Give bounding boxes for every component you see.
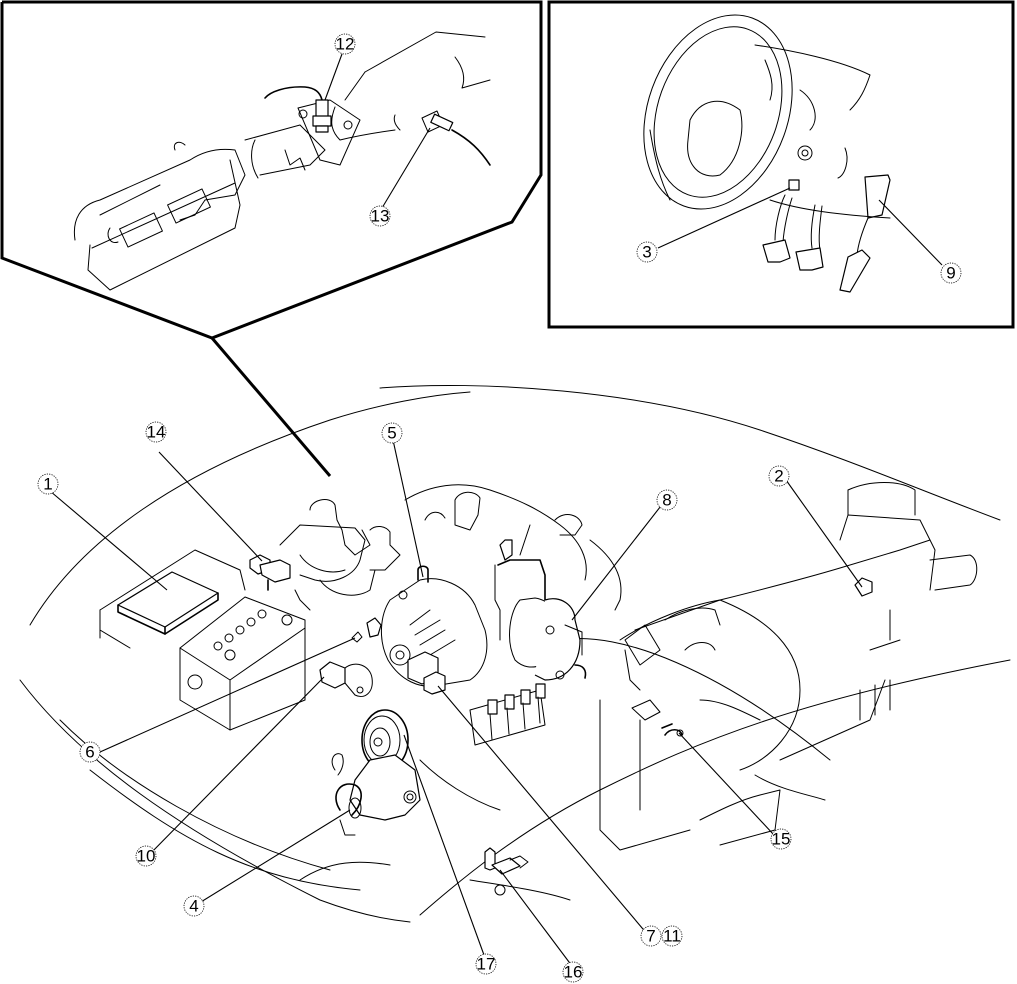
idle-air-control-valve bbox=[319, 661, 373, 697]
callout-label-14: 14 bbox=[147, 423, 166, 442]
leader-line-3 bbox=[657, 187, 791, 249]
callout-label-12: 12 bbox=[336, 35, 355, 54]
callout-6: 6 bbox=[79, 741, 101, 763]
callout-label-1: 1 bbox=[43, 475, 52, 494]
leader-line-16 bbox=[499, 869, 573, 967]
fender-line bbox=[29, 391, 471, 626]
callout-label-17: 17 bbox=[477, 955, 496, 974]
leader-lines bbox=[49, 439, 863, 967]
callout-3: 3 bbox=[636, 241, 658, 263]
callout-label-4: 4 bbox=[189, 897, 198, 916]
callout-13: 13 bbox=[369, 205, 391, 227]
transmission bbox=[599, 482, 978, 851]
callout-2: 2 bbox=[768, 465, 790, 487]
callout-label-6: 6 bbox=[85, 743, 94, 762]
callout-label-11: 11 bbox=[663, 927, 681, 946]
callout-4: 4 bbox=[183, 895, 205, 917]
air-intake bbox=[279, 499, 401, 611]
engine-control-module bbox=[99, 549, 246, 649]
power-steering-pump bbox=[331, 753, 421, 836]
throttle-body bbox=[494, 524, 587, 681]
leader-line-7 bbox=[437, 685, 649, 936]
crankshaft-position-sensor bbox=[469, 847, 571, 901]
pedal-inset bbox=[547, 0, 1015, 329]
alternator bbox=[380, 578, 488, 687]
map-sensor bbox=[249, 554, 291, 591]
leader-line-5 bbox=[392, 439, 424, 578]
callout-label-8: 8 bbox=[662, 491, 671, 510]
callout-14: 14 bbox=[145, 421, 167, 443]
callout-label-7: 7 bbox=[646, 927, 655, 946]
clutch-pedal bbox=[762, 194, 793, 263]
engine-bay bbox=[19, 384, 1011, 923]
callout-10: 10 bbox=[135, 845, 157, 867]
leader-line-14 bbox=[158, 451, 263, 562]
battery bbox=[179, 596, 306, 731]
leader-line-15 bbox=[678, 732, 775, 836]
rear-heated-oxygen-sensor bbox=[421, 110, 491, 166]
accelerator-pedal bbox=[839, 174, 891, 293]
floor-line bbox=[769, 199, 891, 219]
leader-line-12 bbox=[324, 53, 343, 101]
leader-line-6 bbox=[99, 637, 356, 753]
callout-8: 8 bbox=[656, 489, 678, 511]
vehicle-speed-sensor bbox=[631, 699, 684, 737]
callout-label-9: 9 bbox=[946, 264, 955, 283]
pedal-inset-frame bbox=[547, 0, 1015, 329]
callout-5: 5 bbox=[381, 422, 403, 444]
callout-1: 1 bbox=[37, 473, 59, 495]
callout-label-10: 10 bbox=[137, 847, 156, 866]
leader-line-8 bbox=[571, 501, 665, 621]
callout-15: 15 bbox=[770, 828, 792, 850]
catalytic-converter bbox=[331, 31, 491, 141]
steering-wheel bbox=[643, 14, 871, 210]
callout-9: 9 bbox=[940, 262, 962, 284]
oil-pressure-switch bbox=[417, 565, 429, 583]
engine-coolant-temperature-sensor bbox=[351, 617, 382, 643]
callout-label-13: 13 bbox=[371, 207, 390, 226]
callout-label-16: 16 bbox=[564, 963, 583, 982]
leader-line-13 bbox=[381, 127, 431, 209]
fuel-injectors bbox=[469, 683, 546, 746]
leader-line-4 bbox=[195, 809, 351, 906]
exhaust-inset-frame bbox=[0, 0, 543, 340]
callout-label-15: 15 bbox=[772, 830, 791, 849]
front-heated-oxygen-sensor bbox=[264, 86, 332, 133]
cylinder-head bbox=[404, 484, 622, 611]
callout-7: 7 bbox=[640, 925, 662, 947]
leader-line-10 bbox=[146, 676, 325, 858]
leader-line-17 bbox=[403, 734, 485, 956]
exhaust-manifold bbox=[73, 141, 246, 291]
brake-pedal bbox=[795, 204, 824, 271]
leader-line-1 bbox=[49, 490, 168, 591]
callout-label-2: 2 bbox=[774, 467, 783, 486]
callout-16: 16 bbox=[562, 961, 584, 983]
callout-label-5: 5 bbox=[387, 424, 396, 443]
leader-line-2 bbox=[785, 479, 863, 588]
callout-label-3: 3 bbox=[642, 243, 651, 262]
callout-12: 12 bbox=[334, 33, 356, 55]
callout-11: 11 bbox=[661, 925, 683, 947]
callout-17: 17 bbox=[475, 953, 497, 975]
clutch-switch bbox=[788, 179, 800, 191]
inset-pointer-line bbox=[210, 337, 332, 477]
leader-line-9 bbox=[878, 199, 943, 266]
exhaust-inset bbox=[0, 0, 543, 477]
